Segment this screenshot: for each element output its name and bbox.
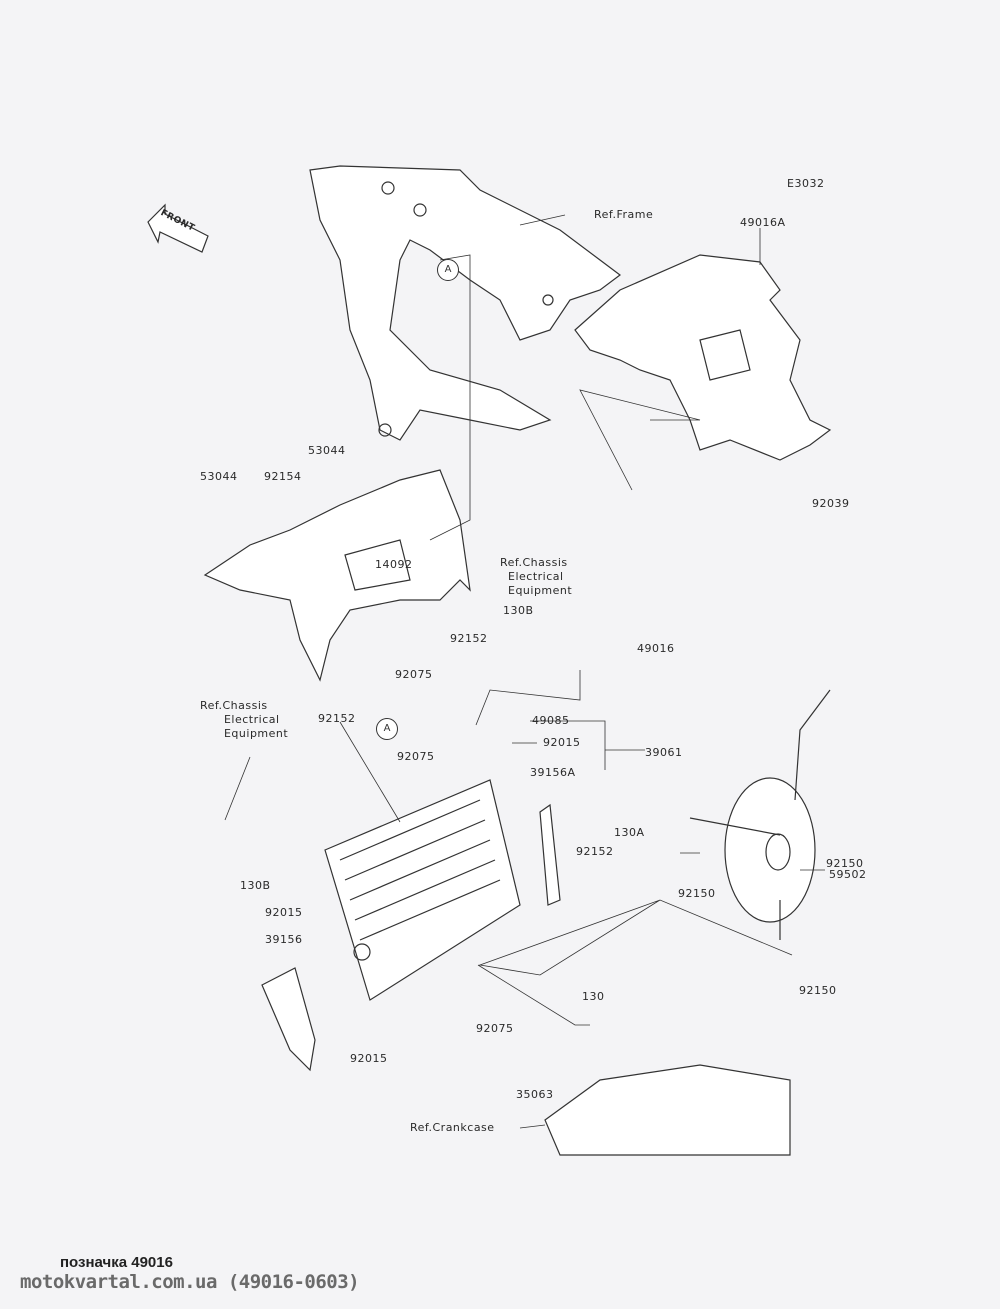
part-label: 49016 xyxy=(637,642,675,655)
part-label: 130B xyxy=(503,604,534,617)
caption: позначка 49016 xyxy=(60,1254,173,1271)
part-label: 92150 xyxy=(799,984,837,997)
part-label: 92154 xyxy=(264,470,302,483)
part-label: 49085 xyxy=(532,714,570,727)
fan-drawing xyxy=(689,689,831,940)
part-label: 49016A xyxy=(740,216,786,229)
front-arrow-icon xyxy=(147,203,209,253)
part-label: 39156A xyxy=(530,766,576,779)
site-watermark: motokvartal.com.ua (49016-0603) xyxy=(20,1271,360,1293)
ref-marker-a: A xyxy=(437,259,459,281)
part-label: 92039 xyxy=(812,497,850,510)
radiator-drawing xyxy=(324,779,521,1001)
part-label: 92075 xyxy=(395,668,433,681)
part-label: 92150 xyxy=(678,887,716,900)
part-label: 59502 xyxy=(829,868,867,881)
part-label: 92152 xyxy=(318,712,356,725)
part-label: 39061 xyxy=(645,746,683,759)
label-ref-chassis: Ref.Chassis Electrical Equipment xyxy=(200,699,289,740)
part-label: 130B xyxy=(240,879,271,892)
label-ref-frame: Ref.Frame xyxy=(594,208,654,221)
part-label: 92075 xyxy=(476,1022,514,1035)
shroud-39156A-drawing xyxy=(539,803,561,906)
part-label: 130 xyxy=(582,990,605,1003)
crankcase-drawing xyxy=(544,1064,791,1156)
part-label: 92075 xyxy=(397,750,435,763)
frame-drawing xyxy=(309,165,621,441)
part-label: 130A xyxy=(614,826,645,839)
part-label: 14092 xyxy=(375,558,413,571)
part-label: 92150 xyxy=(826,857,864,870)
part-label: 35063 xyxy=(516,1088,554,1101)
part-label: 39156 xyxy=(265,933,303,946)
label-ref-crankcase: Ref.Crankcase xyxy=(410,1121,495,1134)
part-label: 92015 xyxy=(265,906,303,919)
shroud-39156-drawing xyxy=(261,967,316,1072)
cover-14092-drawing xyxy=(203,469,471,682)
part-label: 53044 xyxy=(200,470,238,483)
part-label: 92015 xyxy=(350,1052,388,1065)
label-ref-chassis: Ref.Chassis Electrical Equipment xyxy=(500,556,573,597)
part-label: 92015 xyxy=(543,736,581,749)
part-label: 92152 xyxy=(450,632,488,645)
diagram-code: E3032 xyxy=(787,177,825,190)
part-label: 92152 xyxy=(576,845,614,858)
ref-marker-a: A xyxy=(376,718,398,740)
cover-49016A-drawing xyxy=(574,254,832,461)
part-label: 53044 xyxy=(308,444,346,457)
leader-lines xyxy=(224,214,825,1129)
